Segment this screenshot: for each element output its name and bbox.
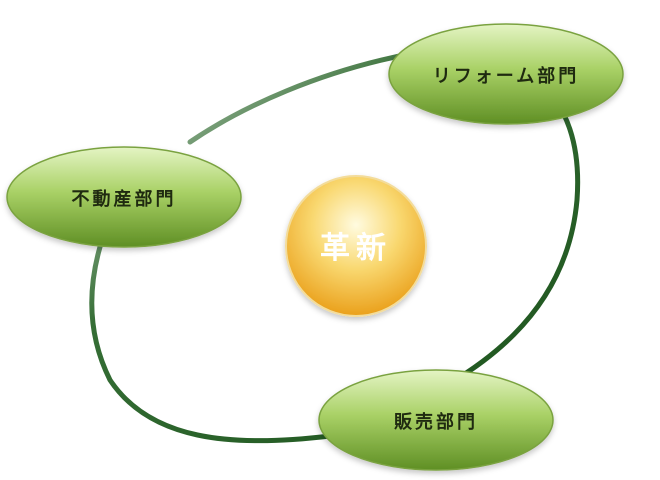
center-node: 革新: [285, 175, 427, 317]
center-circle: [285, 175, 427, 317]
node-sales-ellipse: [318, 369, 554, 471]
node-realestate: 不動産部門: [6, 146, 242, 248]
center-label: 革新: [320, 231, 392, 266]
node-realestate-label: 不動産部門: [72, 188, 177, 210]
node-reform-label: リフォーム部門: [433, 65, 579, 87]
node-reform: リフォーム部門: [388, 23, 624, 125]
node-sales: 販売部門: [318, 369, 554, 471]
node-sales-label: 販売部門: [394, 411, 478, 433]
node-reform-ellipse: [388, 23, 624, 125]
node-realestate-ellipse: [6, 146, 242, 248]
